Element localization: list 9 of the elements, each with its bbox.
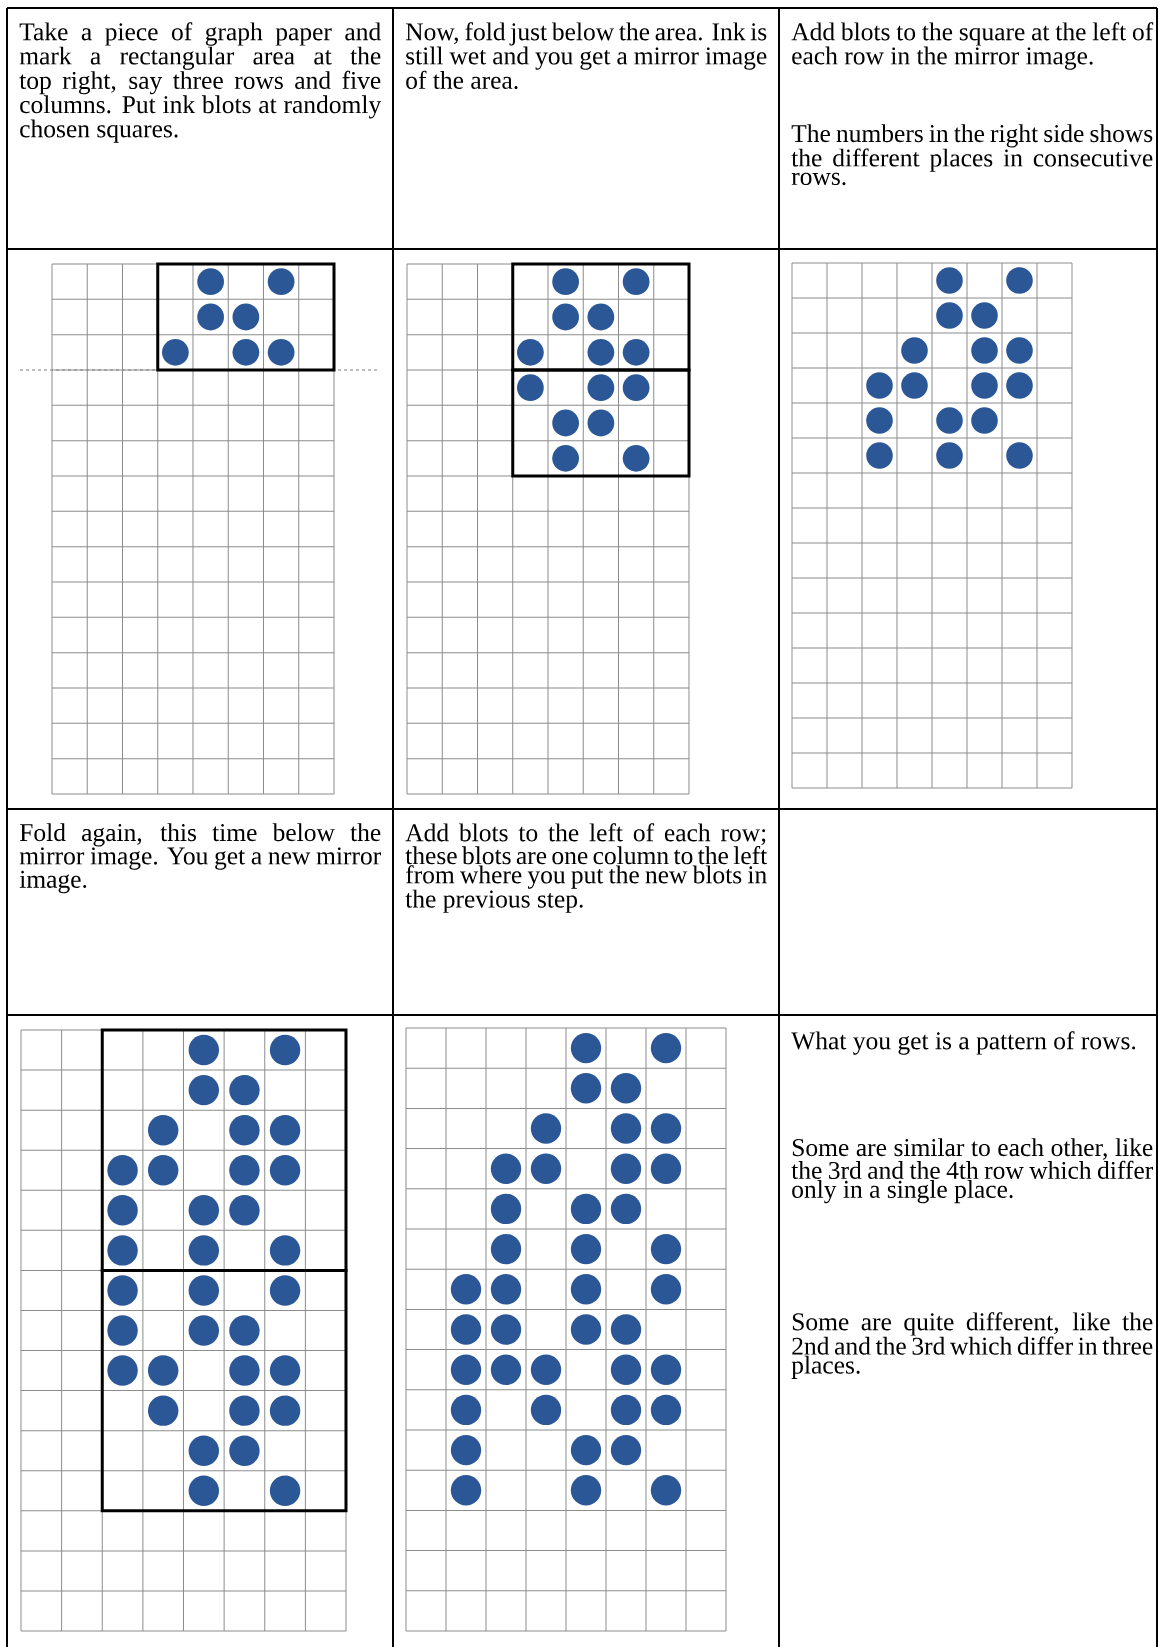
instruction-text: Add blots to the square at the left of each row in the mirror image. xyxy=(791,22,1154,70)
instruction-text: Now, fold just below the area. Ink is still wet and you get a mirror image of the area. xyxy=(405,22,767,90)
instruction-text: Fold again, this time below the mirror image. You get a new mirror image. xyxy=(19,823,381,894)
instruction-text: Add blots to the left of each row; these blots are one column to the left from where you put the new blots in the previous step. xyxy=(405,823,768,913)
instruction-text: What you get is a pattern of rows. xyxy=(791,1031,1136,1055)
instruction-text: Some are similar to each other, like the 3rd and the 4th row which differ only in a single place. xyxy=(791,1138,1153,1204)
instruction-text: Some are quite different, like the 2nd and the 3rd which differ in three places. xyxy=(791,1312,1153,1379)
instruction-text: The numbers in the right side shows the different places in consecutive rows. xyxy=(791,124,1153,186)
instruction-text: Take a piece of graph paper and mark a rectangular area at the top right, say three rows and five columns. Put ink blots at randomly chosen squares. xyxy=(19,22,382,143)
